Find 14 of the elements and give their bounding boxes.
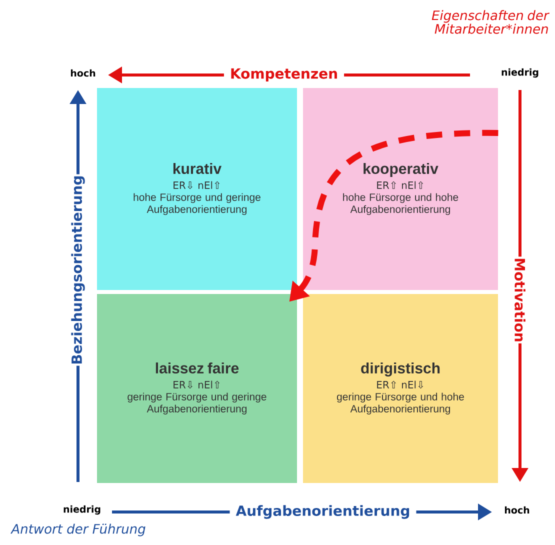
quadrant-box: kooperativ ER⇧ nEl⇧ hohe Fürsorge und hohe Aufgabenorientierung [303,88,498,290]
axis-title: Kompetenzen [224,67,344,83]
axis-end-label: niedrig [64,505,100,515]
quadrant-box: dirigistisch ER⇧ nEl⇩ geringe Fürsorge und hohe Aufgabenorientierung [303,294,498,483]
quadrant-box: laissez faire ER⇩ nEl⇧ geringe Fürsorge und geringe Aufgabenorientierung [97,294,297,483]
axis-title: Beziehungsorientierung [70,174,86,366]
caption-text: Antwort der Führung [10,524,146,536]
axis-end-label: hoch [70,69,96,77]
axis-end-label: hoch [504,506,530,514]
axis-title: Aufgabenorientierung [230,504,416,520]
caption-text: Eigenschaften der Mitarbeiter*innen [432,10,550,34]
axis-title: Motivation [514,256,526,344]
quadrant-box: kurativ ER⇩ nEl⇧ hohe Fürsorge und geringe Aufgabenorientierung [97,88,297,290]
axis-end-label: niedrig [502,68,538,78]
